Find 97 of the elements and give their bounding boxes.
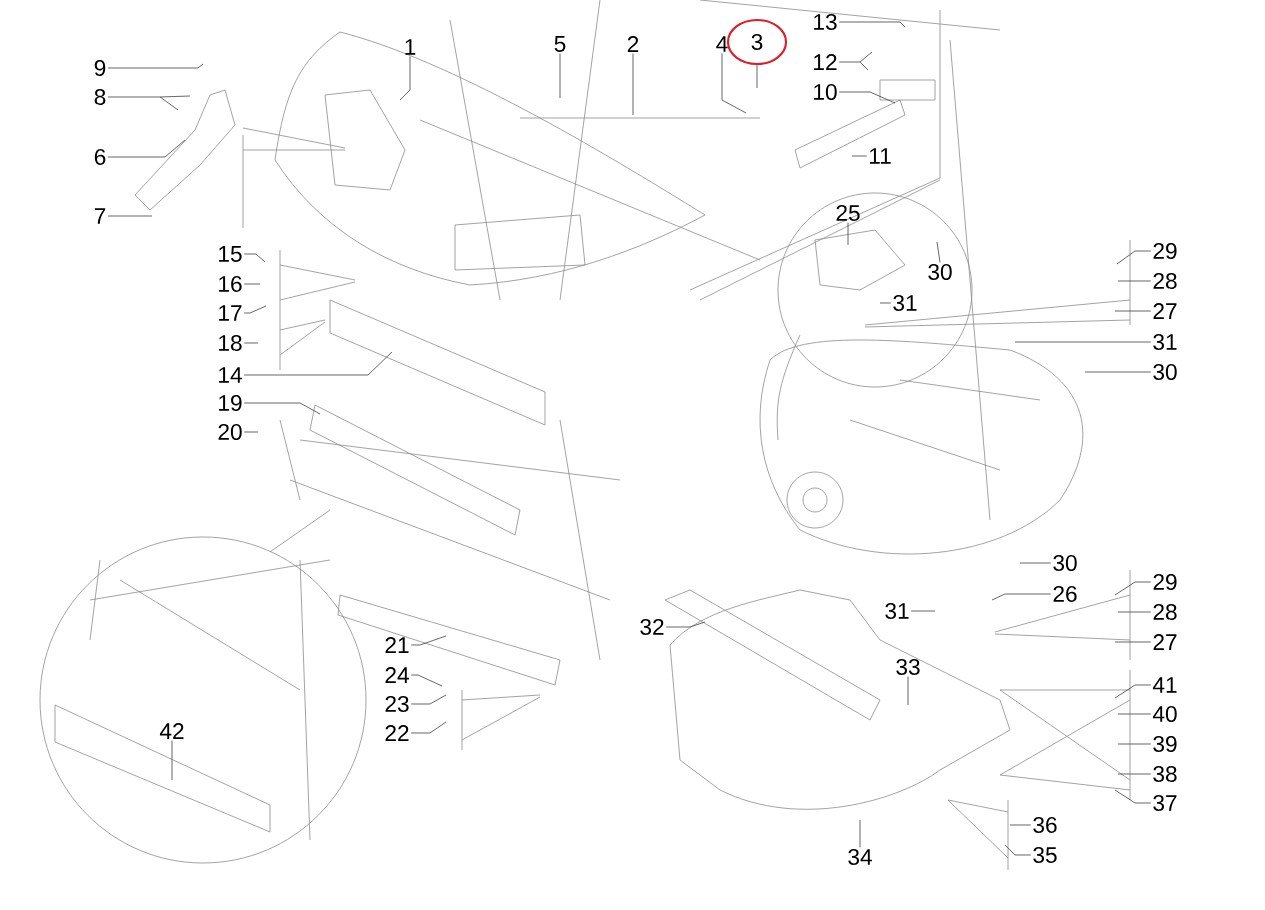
leader-line — [1114, 310, 1152, 312]
leader-line — [243, 305, 267, 314]
callout-number: 33 — [896, 658, 920, 676]
leader-line — [838, 21, 906, 28]
callout-number: 17 — [219, 305, 242, 321]
callout-number: 30 — [1053, 554, 1077, 572]
callout-number: 25 — [836, 204, 860, 222]
callout-number: 19 — [219, 394, 242, 412]
callout-number: 42 — [159, 723, 184, 739]
callout-number: 35 — [1033, 846, 1057, 864]
callout-number: 37 — [1153, 794, 1177, 812]
leader-line — [838, 51, 873, 71]
leader-line — [1117, 280, 1152, 282]
leader-line — [399, 56, 411, 101]
leader-line — [410, 694, 447, 705]
callout-number: 5 — [554, 36, 566, 52]
leader-line — [410, 635, 447, 646]
leader-line — [243, 431, 259, 433]
callout-number: 26 — [1053, 585, 1077, 603]
leader-line — [1009, 824, 1032, 826]
leader-line — [851, 155, 868, 157]
callout-number: 14 — [219, 367, 242, 383]
leader-line — [859, 819, 861, 848]
callout-number: 28 — [1153, 272, 1177, 290]
leader-line — [879, 302, 892, 304]
leader-line — [1114, 581, 1152, 596]
callout-number: 20 — [218, 423, 242, 441]
callout-number: 29 — [1153, 573, 1177, 591]
leader-line — [665, 621, 706, 628]
callout-number: 9 — [94, 59, 106, 77]
leader-line — [243, 351, 393, 376]
callout-number: 39 — [1153, 735, 1177, 753]
leader-line — [243, 253, 266, 263]
callout-number: 41 — [1152, 677, 1177, 693]
callout-number: 27 — [1153, 634, 1177, 650]
callout-number: 16 — [219, 275, 242, 293]
leader-line — [1114, 789, 1152, 804]
callout-number: 31 — [1153, 333, 1177, 351]
callout-number: 18 — [219, 334, 242, 352]
leader-line — [243, 283, 261, 285]
leader-line — [559, 53, 561, 99]
callout-number: 24 — [385, 667, 409, 683]
leader-line — [936, 241, 941, 263]
leader-line — [171, 740, 173, 781]
leader-line — [838, 91, 896, 104]
callout-number: 31 — [893, 294, 917, 312]
leader-line — [1116, 250, 1152, 265]
callout-number: 4 — [716, 36, 728, 52]
leader-line — [1117, 773, 1152, 775]
leader-line — [1117, 611, 1152, 613]
leader-line — [107, 63, 204, 69]
callout-number: 28 — [1153, 603, 1177, 621]
leader-line — [107, 215, 153, 217]
callout-number: 30 — [928, 263, 952, 281]
callout-number: 31 — [885, 602, 909, 620]
leader-line — [243, 342, 259, 344]
leader-line — [410, 721, 447, 734]
leader-line — [907, 676, 909, 706]
callout-number: 21 — [385, 637, 409, 653]
callout-number: 40 — [1152, 705, 1177, 723]
callout-number: 13 — [814, 13, 837, 31]
leader-line — [1004, 844, 1032, 856]
leader-line — [1117, 743, 1152, 745]
leader-line — [910, 610, 936, 612]
leader-line — [756, 64, 758, 89]
leader-line — [1014, 341, 1152, 343]
callout-number: 7 — [94, 208, 106, 224]
leader-line — [243, 402, 321, 415]
callout-number: 32 — [640, 618, 664, 636]
callout-number: 1 — [405, 39, 416, 55]
callout-number: 10 — [814, 83, 837, 101]
leader-line — [107, 95, 191, 111]
callout-number: 11 — [870, 148, 891, 164]
callout-number: 34 — [848, 848, 872, 866]
callout-number: 22 — [385, 725, 409, 741]
leader-line — [1084, 371, 1152, 373]
callout-number: 36 — [1033, 816, 1057, 834]
leader-line — [721, 53, 747, 114]
callout-number: 27 — [1153, 303, 1177, 319]
leader-line — [1114, 684, 1152, 699]
callout-number: 6 — [94, 148, 106, 166]
leader-line — [1114, 641, 1152, 643]
leader-line — [410, 674, 443, 687]
callout-number: 15 — [219, 246, 242, 262]
leader-line — [632, 53, 634, 116]
leader-line — [1019, 562, 1052, 564]
callout-number: 8 — [94, 88, 106, 106]
callout-number: 2 — [627, 36, 639, 52]
callout-number: 29 — [1153, 242, 1177, 260]
callout-number: 30 — [1153, 363, 1177, 381]
callout-number: 12 — [814, 54, 837, 70]
leader-line — [1117, 713, 1152, 715]
callout-number: 38 — [1153, 765, 1177, 783]
leader-line — [107, 139, 186, 158]
leader-line — [847, 222, 849, 246]
callout-number: 23 — [385, 695, 409, 713]
leader-line — [991, 593, 1052, 601]
